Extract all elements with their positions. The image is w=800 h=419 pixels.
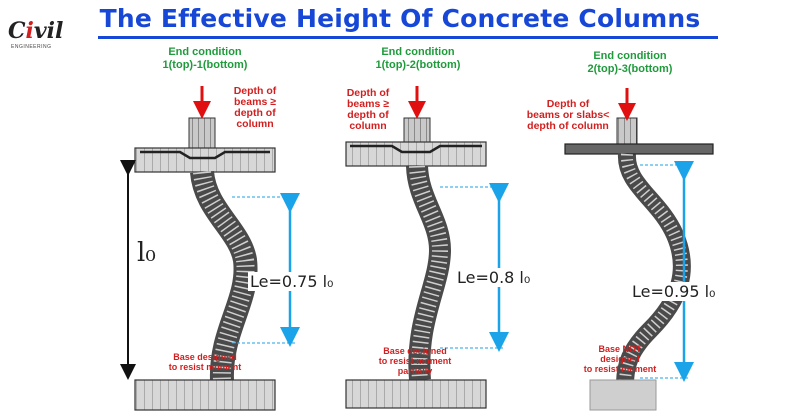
note-line: to resist moment xyxy=(168,362,242,372)
note-line: Base designed xyxy=(383,346,447,356)
column-3-effective-length: Le=0.95 l₀ xyxy=(630,282,718,301)
note-line: to resist moment xyxy=(583,364,657,374)
column-2-end-condition: End condition 1(top)-2(bottom) xyxy=(348,46,488,72)
note-line: Base NOT xyxy=(598,344,642,354)
note-line: designed xyxy=(600,354,640,364)
title-underline xyxy=(98,36,718,39)
note-line: Depth of xyxy=(546,98,590,110)
end-condition-value: 2(top)-3(bottom) xyxy=(587,63,673,75)
column-2-base-note: Base designed to resist moment partially xyxy=(360,346,470,376)
note-line: Depth of xyxy=(346,87,390,99)
end-condition-value: 1(top)-1(bottom) xyxy=(162,59,248,71)
note-line: partially xyxy=(397,366,433,376)
note-line: Depth of xyxy=(233,85,277,97)
column-1-drawing xyxy=(120,86,300,411)
note-line: beams ≥ xyxy=(347,98,389,110)
note-line: column xyxy=(349,120,387,132)
note-line: beams or slabs< xyxy=(526,109,610,121)
note-line: depth of xyxy=(234,107,276,119)
note-line: depth of xyxy=(347,109,389,121)
clear-height-label: l₀ xyxy=(137,238,156,268)
note-line: depth of column xyxy=(527,120,609,132)
column-2-effective-length: Le=0.8 l₀ xyxy=(455,268,533,287)
end-condition-value: 1(top)-2(bottom) xyxy=(375,59,461,71)
column-2-top-note: Depth of beams ≥ depth of column xyxy=(336,88,400,132)
civil-logo-icon: Civil xyxy=(8,18,64,44)
note-line: Base designed xyxy=(173,352,237,362)
column-3-top-note: Depth of beams or slabs< depth of column xyxy=(518,99,618,132)
end-condition-title: End condition xyxy=(381,46,455,58)
column-2-drawing xyxy=(345,86,509,409)
note-line: column xyxy=(236,118,274,130)
logo-tagline: ENGINEERING xyxy=(11,44,52,50)
column-1-top-note: Depth of beams ≥ depth of column xyxy=(220,86,290,130)
column-3-base-note: Base NOT designed to resist moment xyxy=(570,344,670,374)
end-condition-title: End condition xyxy=(593,50,667,62)
end-condition-title: End condition xyxy=(168,46,242,58)
column-3-end-condition: End condition 2(top)-3(bottom) xyxy=(560,50,700,76)
note-line: beams ≥ xyxy=(234,96,276,108)
page-title: The Effective Height Of Concrete Columns xyxy=(99,4,701,33)
column-1-effective-length: Le=0.75 l₀ xyxy=(248,272,336,291)
column-3-drawing xyxy=(564,88,714,411)
note-line: to resist moment xyxy=(378,356,452,366)
column-1-end-condition: End condition 1(top)-1(bottom) xyxy=(135,46,275,72)
column-1-base-note: Base designed to resist moment xyxy=(150,352,260,372)
